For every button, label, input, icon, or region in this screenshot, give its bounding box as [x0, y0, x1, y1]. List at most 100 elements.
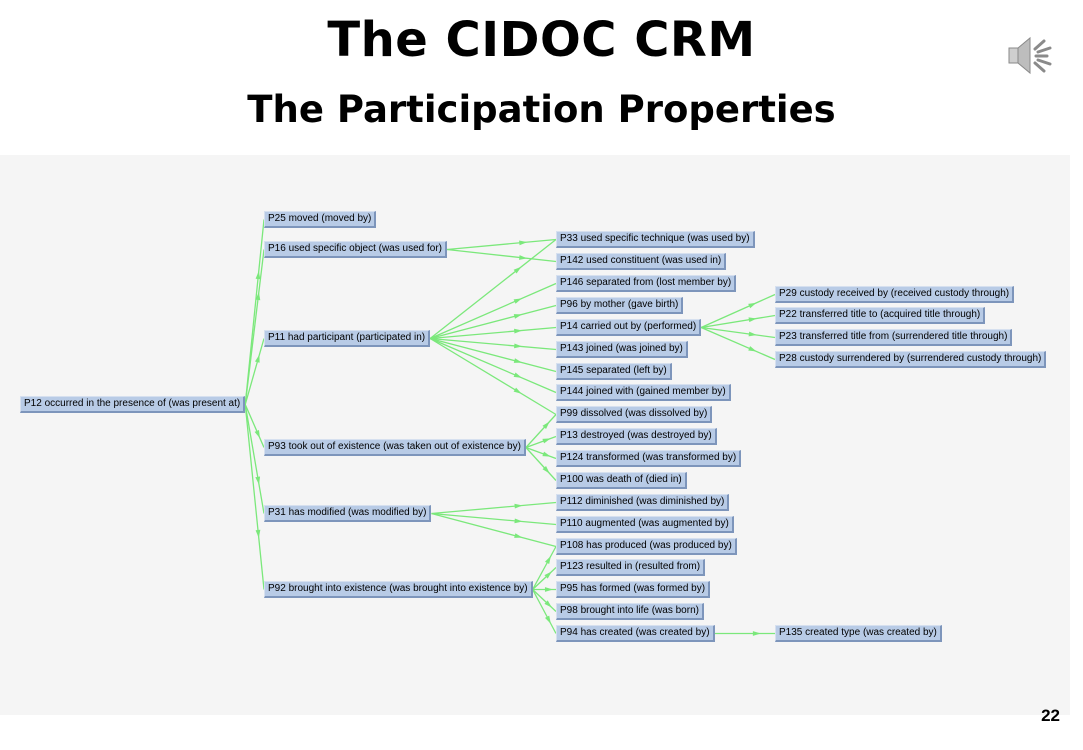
node-p95[interactable]: P95 has formed (was formed by): [556, 581, 711, 598]
edge-arrow-p14-p23: [748, 331, 757, 337]
slide-subtitle: The Participation Properties: [247, 88, 836, 131]
edge-p12-p93: [244, 404, 265, 448]
edge-p11-p143: [430, 337, 557, 351]
edge-p11-p145: [429, 337, 557, 373]
edge-arrow-p11-p14: [514, 328, 523, 334]
edge-arrow-p11-p146: [513, 298, 522, 304]
node-p100[interactable]: P100 was death of (died in): [556, 472, 687, 489]
edge-p11-p33: [429, 238, 557, 340]
node-p23[interactable]: P23 transferred title from (surrendered …: [775, 329, 1013, 346]
node-p11[interactable]: P11 had participant (participated in): [264, 330, 431, 347]
page-number: 22: [1041, 706, 1060, 725]
node-p12[interactable]: P12 occurred in the presence of (was pre…: [20, 396, 246, 413]
node-p33[interactable]: P33 used specific technique (was used by…: [556, 231, 755, 248]
edge-arrow-p12-p11: [254, 354, 260, 363]
edge-p92-p94: [532, 589, 557, 634]
node-p22[interactable]: P22 transferred title to (acquired title…: [775, 307, 986, 324]
edge-arrow-p93-p99: [542, 421, 550, 429]
edge-arrow-p92-p123: [544, 571, 552, 579]
node-p142[interactable]: P142 used constituent (was used in): [556, 253, 727, 270]
edge-p14-p23: [701, 326, 776, 339]
edge-arrow-p14-p29: [748, 302, 757, 309]
edge-arrow-p92-p95: [544, 587, 553, 592]
edge-p93-p100: [525, 447, 557, 481]
edge-p11-p144: [429, 337, 557, 394]
edge-p14-p22: [701, 314, 776, 329]
node-p96[interactable]: P96 by mother (gave birth): [556, 297, 684, 314]
edge-arrow-p11-p143: [514, 343, 523, 349]
edge-p16-p142: [446, 248, 557, 263]
edge-arrow-p12-p92: [255, 529, 261, 538]
node-p112[interactable]: P112 diminished (was diminished by): [556, 494, 730, 511]
node-p25[interactable]: P25 moved (moved by): [264, 211, 377, 228]
diagram-panel: P12 occurred in the presence of (was pre…: [0, 155, 1070, 715]
edge-p92-p98: [532, 589, 557, 612]
edge-p93-p99: [525, 414, 557, 448]
node-p144[interactable]: P144 joined with (gained member by): [556, 384, 731, 401]
edge-arrow-p11-p33: [513, 266, 522, 274]
node-p92[interactable]: P92 brought into existence (was brought …: [264, 581, 533, 598]
edge-p12-p92: [244, 404, 265, 590]
node-p146[interactable]: P146 separated from (lost member by): [556, 275, 737, 292]
edge-p11-p99: [429, 337, 557, 416]
edge-p31-p110: [431, 512, 557, 526]
node-p94[interactable]: P94 has created (was created by): [556, 625, 715, 642]
edge-p12-p16: [244, 249, 265, 405]
edge-arrow-p11-p96: [513, 314, 523, 319]
edge-arrow-p14-p28: [748, 346, 757, 352]
edge-arrow-p11-p144: [513, 372, 522, 378]
node-p16[interactable]: P16 used specific object (was used for): [264, 241, 447, 258]
edge-arrow-p11-p145: [513, 358, 523, 363]
node-p98[interactable]: P98 brought into life (was born): [556, 603, 704, 620]
edge-arrow-p12-p16: [255, 292, 261, 301]
edge-arrow-p92-p108: [544, 555, 551, 565]
edge-arrow-p12-p93: [254, 429, 260, 439]
node-p110[interactable]: P110 augmented (was augmented by): [556, 516, 734, 533]
edge-arrow-p92-p94: [544, 615, 551, 624]
edge-arrow-p12-p25: [255, 271, 261, 280]
edge-p92-p108: [532, 546, 557, 590]
speaker-icon[interactable]: [1005, 30, 1057, 82]
node-p145[interactable]: P145 separated (left by): [556, 363, 672, 380]
node-p93[interactable]: P93 took out of existence (was taken out…: [264, 439, 526, 456]
node-p99[interactable]: P99 dissolved (was dissolved by): [556, 406, 713, 423]
edge-arrow-p31-p112: [514, 503, 523, 509]
edge-p93-p13: [525, 435, 557, 449]
edge-p12-p11: [244, 338, 265, 405]
edges-layer: [244, 219, 776, 636]
edge-arrow-p31-p108: [514, 533, 523, 538]
edge-arrow-p93-p13: [542, 438, 551, 444]
edge-arrow-p12-p31: [255, 476, 261, 485]
edge-arrow-p11-p99: [513, 387, 522, 394]
edge-p11-p146: [429, 282, 557, 340]
edge-p11-p14: [430, 326, 557, 340]
node-p14[interactable]: P14 carried out by (performed): [556, 319, 702, 336]
node-p31[interactable]: P31 has modified (was modified by): [264, 505, 432, 522]
edge-arrow-p94-p135: [752, 631, 761, 636]
edge-p12-p31: [244, 404, 265, 514]
edge-p16-p33: [446, 238, 557, 251]
edge-p11-p96: [429, 304, 557, 340]
edge-arrow-p16-p33: [519, 240, 528, 246]
edge-p14-p29: [700, 293, 776, 329]
edge-arrow-p93-p124: [542, 451, 551, 457]
node-p28[interactable]: P28 custody surrendered by (surrendered …: [775, 351, 1047, 368]
edge-p14-p28: [700, 326, 776, 361]
node-p29[interactable]: P29 custody received by (received custod…: [775, 286, 1015, 303]
edge-arrow-p16-p142: [519, 255, 528, 260]
node-p108[interactable]: P108 has produced (was produced by): [556, 538, 737, 555]
edge-p92-p123: [532, 567, 557, 590]
edge-p93-p124: [525, 446, 557, 460]
node-p123[interactable]: P123 resulted in (resulted from): [556, 559, 706, 576]
slide-title: The CIDOC CRM: [327, 12, 756, 68]
edge-p31-p108: [431, 512, 557, 548]
edge-arrow-p31-p110: [514, 518, 523, 524]
edge-arrow-p14-p22: [748, 317, 757, 323]
node-p124[interactable]: P124 transformed (was transformed by): [556, 450, 742, 467]
node-p13[interactable]: P13 destroyed (was destroyed by): [556, 428, 717, 445]
edge-p31-p112: [431, 501, 557, 515]
edge-arrow-p92-p98: [544, 600, 552, 608]
node-p135[interactable]: P135 created type (was created by): [775, 625, 942, 642]
node-p143[interactable]: P143 joined (was joined by): [556, 341, 688, 358]
edge-arrow-p93-p100: [542, 466, 550, 474]
